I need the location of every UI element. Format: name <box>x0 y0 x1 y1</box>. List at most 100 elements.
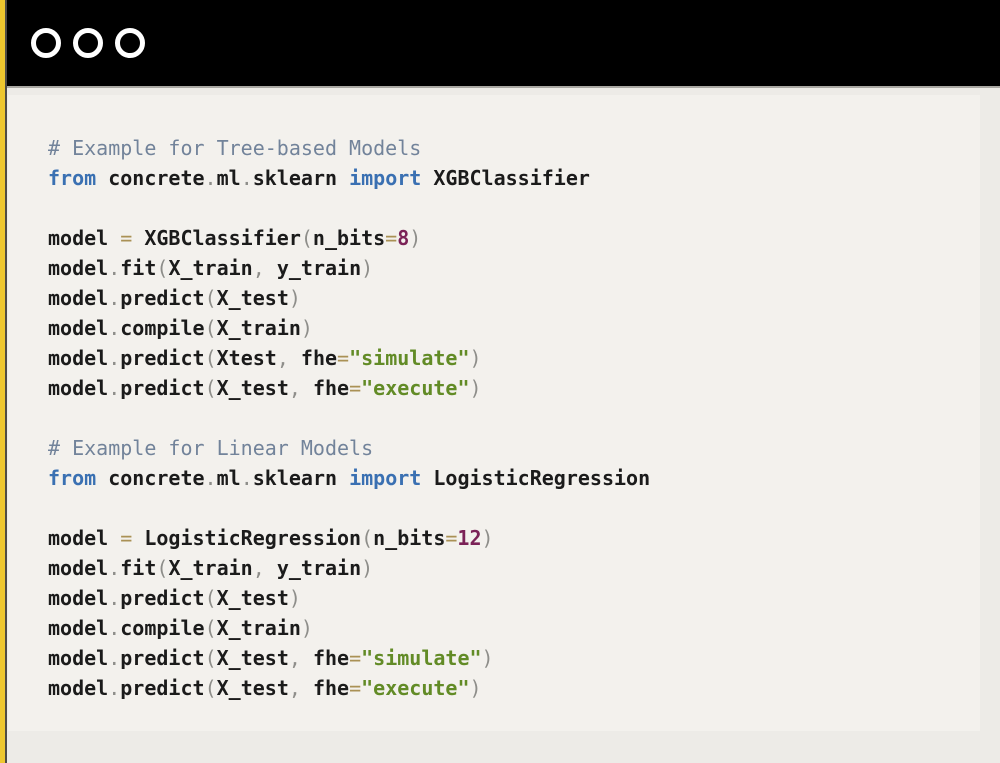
code-token-plain: n_bits <box>373 526 446 550</box>
code-token-punct: . <box>240 466 253 490</box>
code-line: model.fit(X_train, y_train) <box>48 253 980 283</box>
code-token-punct: ) <box>469 676 482 700</box>
code-line: from concrete.ml.sklearn import Logistic… <box>48 463 980 493</box>
code-token-plain: compile <box>120 616 205 640</box>
code-token-plain: model <box>48 256 109 280</box>
code-token-operator: = <box>349 376 362 400</box>
code-token-punct: , <box>252 556 265 580</box>
code-token-plain: fhe <box>300 676 350 700</box>
code-token-plain: Xtest <box>216 346 277 370</box>
code-token-plain: ml <box>216 166 241 190</box>
code-line: model.fit(X_train, y_train) <box>48 553 980 583</box>
code-token-punct: ) <box>288 286 301 310</box>
code-token-punct: ( <box>300 226 313 250</box>
code-token-plain: LogisticRegression <box>132 526 362 550</box>
code-line: model.predict(X_test) <box>48 583 980 613</box>
code-token-punct: ( <box>156 256 169 280</box>
code-token-string: "simulate" <box>361 646 482 670</box>
code-token-plain: fhe <box>300 376 350 400</box>
code-token-punct: , <box>252 256 265 280</box>
code-token-plain: X_test <box>216 286 289 310</box>
code-token-plain: predict <box>120 286 205 310</box>
code-line: model.predict(X_test, fhe="execute") <box>48 673 980 703</box>
code-token-plain: model <box>48 586 109 610</box>
code-token-plain: X_test <box>216 676 289 700</box>
code-token-punct: ( <box>204 586 217 610</box>
code-token-keyword: from <box>48 466 97 490</box>
code-token-plain: fit <box>120 556 157 580</box>
code-token-punct: . <box>108 316 121 340</box>
code-token-punct: . <box>108 646 121 670</box>
content-area: # Example for Tree-based Models from conc… <box>7 88 1000 763</box>
code-token-plain: concrete <box>96 166 205 190</box>
code-token-plain: model <box>48 346 109 370</box>
code-token-plain: X_train <box>216 616 301 640</box>
code-token-plain: fhe <box>300 646 350 670</box>
code-token-punct: ) <box>361 256 374 280</box>
code-token-plain: XGBClassifier <box>421 166 590 190</box>
code-line: model.predict(X_test, fhe="execute") <box>48 373 980 403</box>
code-token-string: "simulate" <box>349 346 470 370</box>
code-token-plain: predict <box>120 346 205 370</box>
code-token-operator: = <box>349 646 362 670</box>
code-token-punct: . <box>108 286 121 310</box>
code-token-plain: predict <box>120 676 205 700</box>
code-token-keyword: import <box>337 466 422 490</box>
window-control-zoom[interactable] <box>115 28 145 58</box>
code-line: model.predict(X_test, fhe="simulate") <box>48 643 980 673</box>
code-token-plain: model <box>48 556 109 580</box>
window-control-minimize[interactable] <box>73 28 103 58</box>
code-token-keyword: from <box>48 166 97 190</box>
yellow-accent-strip <box>0 0 5 763</box>
code-token-punct: ) <box>288 586 301 610</box>
code-token-plain: X_train <box>216 316 301 340</box>
window-controls <box>5 28 145 58</box>
code-token-plain: LogisticRegression <box>421 466 651 490</box>
code-token-punct: ) <box>409 226 422 250</box>
code-token-plain: X_train <box>168 256 253 280</box>
code-token-punct: ) <box>300 616 313 640</box>
code-token-punct: . <box>204 466 217 490</box>
code-line: model = LogisticRegression(n_bits=12) <box>48 523 980 553</box>
code-token-plain: fhe <box>288 346 338 370</box>
code-token-operator: = <box>349 676 362 700</box>
code-line: from concrete.ml.sklearn import XGBClass… <box>48 163 980 193</box>
code-token-plain: concrete <box>96 466 205 490</box>
code-token-operator: = <box>120 226 133 250</box>
code-line <box>48 403 980 433</box>
code-token-plain: compile <box>120 316 205 340</box>
code-token-plain: X_test <box>216 646 289 670</box>
code-token-comment: # Example for Tree-based Models <box>48 136 422 160</box>
window-titlebar <box>5 0 1000 88</box>
code-token-plain: ml <box>216 466 241 490</box>
code-token-punct: ( <box>204 646 217 670</box>
code-block: # Example for Tree-based Models from conc… <box>8 95 980 703</box>
code-token-plain: model <box>48 646 109 670</box>
code-token-plain: X_test <box>216 376 289 400</box>
code-token-comment: # Example for Linear Models <box>48 436 374 460</box>
code-token-operator: = <box>385 226 398 250</box>
code-token-keyword: import <box>337 166 422 190</box>
code-token-punct: . <box>108 556 121 580</box>
code-line: # Example for Tree-based Models <box>48 133 980 163</box>
code-token-plain: model <box>48 226 121 250</box>
code-token-punct: ( <box>361 526 374 550</box>
code-token-plain: sklearn <box>252 466 338 490</box>
code-token-punct: ) <box>469 346 482 370</box>
code-token-plain: n_bits <box>312 226 386 250</box>
code-token-punct: ( <box>156 556 169 580</box>
code-token-string: "execute" <box>361 376 470 400</box>
code-token-plain: model <box>48 316 109 340</box>
code-token-plain: sklearn <box>252 166 338 190</box>
code-line: model.compile(X_train) <box>48 613 980 643</box>
window-control-close[interactable] <box>31 28 61 58</box>
code-token-punct: . <box>108 256 121 280</box>
code-token-plain: predict <box>120 646 205 670</box>
code-token-plain: y_train <box>264 256 362 280</box>
code-token-operator: = <box>120 526 133 550</box>
code-token-punct: ( <box>204 316 217 340</box>
code-token-plain: model <box>48 286 109 310</box>
code-line: model.compile(X_train) <box>48 313 980 343</box>
code-token-punct: , <box>288 676 301 700</box>
code-token-punct: . <box>108 676 121 700</box>
